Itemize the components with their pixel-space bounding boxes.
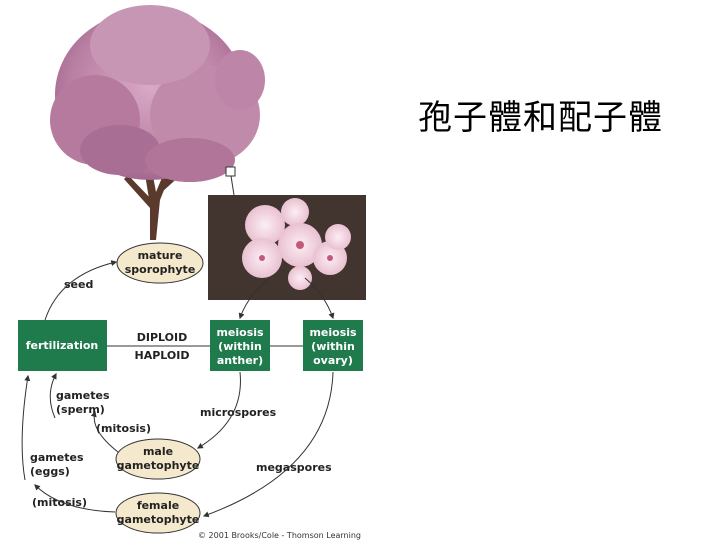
meiosis-ovary-label-2: (within (311, 340, 355, 353)
seed-label: seed (64, 278, 93, 291)
haploid-label: HAPLOID (135, 349, 190, 362)
male-gametophyte-label-1: male (143, 445, 173, 458)
ovary-arrow (304, 277, 335, 320)
mitosis-male-label: (mitosis) (96, 422, 151, 435)
anther-arrow (238, 277, 271, 320)
mature-sporophyte-label-1: mature (138, 249, 183, 262)
mature-sporophyte-label-2: sporophyte (125, 263, 196, 276)
male-gametophyte-label-2: gametophyte (117, 459, 200, 472)
microspores-arrow (196, 371, 241, 449)
cherry-blossom-photo (208, 195, 366, 300)
megaspores-label: megaspores (256, 461, 332, 474)
mitosis-female-arrow (34, 484, 116, 513)
slide-title: 孢子體和配子體 (418, 98, 663, 138)
mitosis-male-arrow (90, 410, 119, 453)
meiosis-anther-label-2: (within (218, 340, 262, 353)
eggs-arrow (21, 374, 31, 481)
fertilization-label: fertilization (26, 339, 98, 352)
meiosis-anther-label-1: meiosis (216, 326, 264, 339)
meiosis-ovary-box (303, 320, 363, 371)
sperm-arrow (49, 372, 57, 419)
female-gametophyte-node (115, 492, 201, 534)
female-gametophyte-label-2: gametophyte (117, 513, 200, 526)
copyright-text: © 2001 Brooks/Cole - Thomson Learning (198, 531, 361, 540)
megaspores-arrow (202, 371, 334, 518)
diploid-label: DIPLOID (137, 331, 187, 344)
blossom-tree-image (50, 5, 265, 240)
gametes-eggs-label-1: gametes (30, 451, 84, 464)
fertilization-box (18, 320, 107, 371)
gametes-sperm-label-2: (sperm) (56, 403, 105, 416)
male-gametophyte-node (115, 438, 201, 480)
microspores-label: microspores (200, 406, 277, 419)
meiosis-ovary-label-3: ovary) (313, 354, 353, 367)
seed-arrow (44, 260, 118, 321)
meiosis-anther-label-3: anther) (217, 354, 263, 367)
meiosis-anther-box (210, 320, 270, 371)
gametes-eggs-label-2: (eggs) (30, 465, 70, 478)
female-gametophyte-label-1: female (137, 499, 179, 512)
gametes-sperm-label-1: gametes (56, 389, 110, 402)
meiosis-ovary-label-1: meiosis (309, 326, 357, 339)
zoom-marker (225, 166, 236, 177)
